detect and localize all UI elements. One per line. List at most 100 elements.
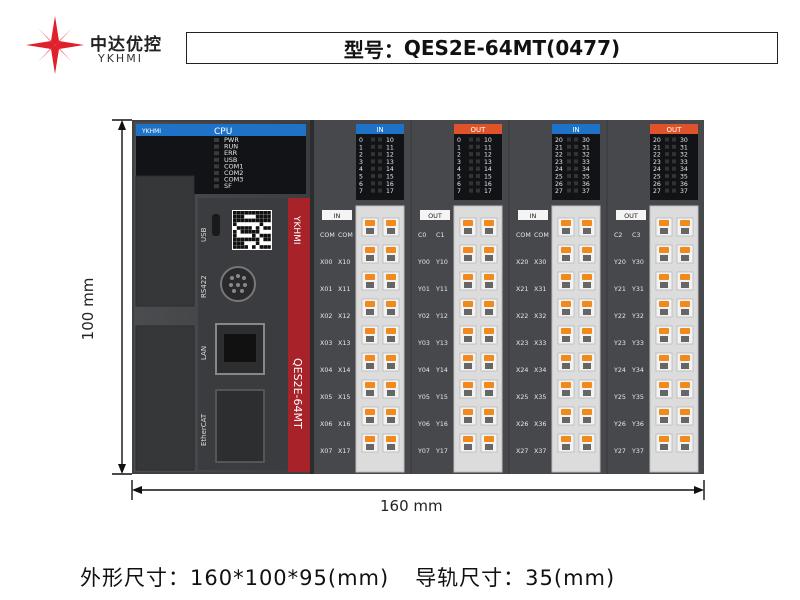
terminal-io-label: X02	[320, 313, 332, 320]
terminal-lever[interactable]	[484, 274, 494, 280]
terminal-lever[interactable]	[484, 355, 494, 361]
terminal-lever[interactable]	[365, 301, 375, 307]
terminal-lever[interactable]	[365, 409, 375, 415]
module-led-number: 20	[555, 137, 563, 144]
terminal-lever[interactable]	[680, 382, 690, 388]
terminal-lever[interactable]	[680, 328, 690, 334]
terminal-lever[interactable]	[582, 436, 592, 442]
terminal-lever[interactable]	[484, 382, 494, 388]
terminal-lever[interactable]	[463, 247, 473, 253]
terminal-lever[interactable]	[680, 220, 690, 226]
terminal-lever[interactable]	[365, 355, 375, 361]
terminal-lever[interactable]	[561, 328, 571, 334]
terminal-lever[interactable]	[463, 436, 473, 442]
terminal-lever[interactable]	[365, 220, 375, 226]
terminal-lever[interactable]	[561, 301, 571, 307]
terminal-lever[interactable]	[659, 274, 669, 280]
terminal-lever[interactable]	[484, 220, 494, 226]
terminal-lever[interactable]	[484, 328, 494, 334]
cpu-led-pwr	[214, 138, 219, 142]
terminal-lever[interactable]	[386, 355, 396, 361]
ethercat-port[interactable]	[215, 389, 265, 463]
terminal-com-label: COM	[534, 232, 549, 239]
terminal-lever[interactable]	[659, 409, 669, 415]
terminal-lever[interactable]	[680, 274, 690, 280]
terminal-lever[interactable]	[561, 220, 571, 226]
terminal-lever[interactable]	[561, 355, 571, 361]
terminal-io-label: X20	[516, 259, 528, 266]
terminal-lever[interactable]	[463, 220, 473, 226]
terminal-lever[interactable]	[659, 355, 669, 361]
terminal-io-label: Y32	[631, 313, 644, 320]
terminal-io-label: X01	[320, 286, 332, 293]
module-led-number: 26	[555, 181, 563, 188]
terminal-lever[interactable]	[659, 220, 669, 226]
module-led-number: 1	[457, 144, 461, 151]
terminal-lever[interactable]	[561, 274, 571, 280]
terminal-io-label: Y20	[613, 259, 626, 266]
terminal-lever[interactable]	[659, 382, 669, 388]
terminal-io-label: Y30	[631, 259, 644, 266]
terminal-lever[interactable]	[582, 409, 592, 415]
brand-logo: 中达优控 YKHMI	[24, 14, 164, 74]
module-led-number: 3	[359, 159, 363, 166]
terminal-lever[interactable]	[561, 436, 571, 442]
terminal-lever[interactable]	[561, 409, 571, 415]
terminal-io-label: X00	[320, 259, 332, 266]
terminal-lever[interactable]	[680, 247, 690, 253]
terminal-lever[interactable]	[463, 274, 473, 280]
terminal-lever[interactable]	[484, 301, 494, 307]
terminal-lever[interactable]	[386, 220, 396, 226]
terminal-lever[interactable]	[386, 301, 396, 307]
terminal-io-label: X04	[320, 367, 332, 374]
terminal-lever[interactable]	[484, 247, 494, 253]
module-led-number: 12	[386, 152, 394, 159]
module-type-label: OUT	[667, 126, 683, 134]
terminal-lever[interactable]	[659, 301, 669, 307]
terminal-com-label: C0	[418, 232, 426, 239]
terminal-lever[interactable]	[659, 328, 669, 334]
terminal-lever[interactable]	[582, 247, 592, 253]
terminal-lever[interactable]	[582, 355, 592, 361]
terminal-lever[interactable]	[484, 409, 494, 415]
terminal-lever[interactable]	[582, 382, 592, 388]
terminal-lever[interactable]	[680, 436, 690, 442]
terminal-lever[interactable]	[365, 247, 375, 253]
terminal-lever[interactable]	[365, 382, 375, 388]
terminal-lever[interactable]	[386, 328, 396, 334]
terminal-lever[interactable]	[463, 382, 473, 388]
terminal-lever[interactable]	[386, 409, 396, 415]
terminal-lever[interactable]	[680, 301, 690, 307]
terminal-lever[interactable]	[386, 436, 396, 442]
module-type-label: IN	[572, 126, 579, 134]
terminal-lever[interactable]	[365, 274, 375, 280]
usb-port[interactable]	[212, 214, 220, 236]
terminal-lever[interactable]	[463, 301, 473, 307]
terminal-lever[interactable]	[463, 355, 473, 361]
terminal-lever[interactable]	[582, 274, 592, 280]
terminal-lever[interactable]	[386, 274, 396, 280]
terminal-lever[interactable]	[365, 436, 375, 442]
module-header-in	[552, 124, 600, 134]
terminal-lever[interactable]	[463, 328, 473, 334]
terminal-lever[interactable]	[386, 382, 396, 388]
terminal-lever[interactable]	[582, 328, 592, 334]
terminal-lever[interactable]	[659, 247, 669, 253]
terminal-lever[interactable]	[680, 355, 690, 361]
terminal-lever[interactable]	[484, 436, 494, 442]
terminal-lever[interactable]	[561, 382, 571, 388]
cpu-led-err	[214, 151, 219, 156]
terminal-lever[interactable]	[680, 409, 690, 415]
module-led-number: 15	[386, 174, 394, 181]
terminal-lever[interactable]	[561, 247, 571, 253]
terminal-lever[interactable]	[365, 328, 375, 334]
terminal-lever[interactable]	[463, 409, 473, 415]
module-header-in	[356, 124, 404, 134]
terminal-lever[interactable]	[582, 301, 592, 307]
module-led-number: 24	[555, 166, 563, 173]
terminal-lever[interactable]	[659, 436, 669, 442]
module-led-number: 30	[680, 137, 688, 144]
terminal-lever[interactable]	[582, 220, 592, 226]
terminal-lever[interactable]	[386, 247, 396, 253]
